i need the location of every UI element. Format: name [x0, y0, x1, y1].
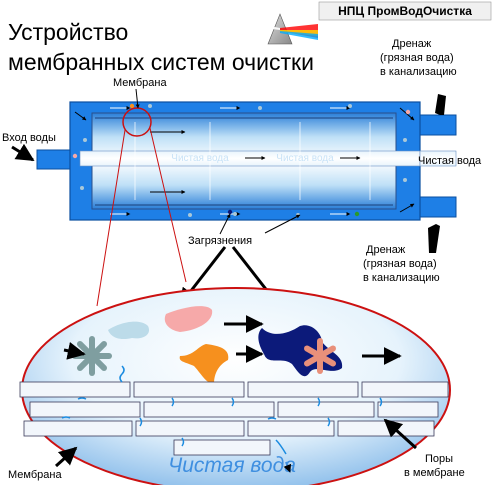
label-clean-water: Чистая вода — [418, 155, 482, 167]
label-drain-top-1: Дренаж — [392, 38, 432, 50]
company-badge-text: НПЦ ПромВодОчистка — [338, 4, 472, 18]
tube-text-a: Чистая вода — [171, 153, 229, 164]
inlet-pipe — [36, 149, 72, 170]
membrane-housing: Чистая вода Чистая вода — [36, 101, 457, 221]
label-pores-2: в мембране — [404, 467, 465, 479]
label-drain-top-2: (грязная вода) — [380, 52, 454, 64]
label-pores-1: Поры — [425, 453, 453, 465]
title-line-2: мембранных систем очистки — [8, 49, 314, 75]
permeate-outlet — [419, 150, 457, 167]
inlet-arrow — [11, 143, 35, 162]
orange-blob — [179, 344, 229, 384]
pink-blob — [164, 306, 213, 332]
star-particle-pink — [304, 338, 336, 374]
membrane-layer — [19, 381, 449, 456]
company-badge — [318, 1, 492, 21]
cyan-blob — [108, 321, 150, 340]
star-particle-grey — [72, 336, 112, 376]
drain-top-arrow — [435, 94, 446, 115]
label-water-inlet: Вход воды — [2, 132, 56, 144]
drain-bottom-arrow — [428, 224, 440, 253]
drain-pipe-top — [417, 114, 457, 136]
logo-prism — [248, 13, 318, 45]
title-line-1: Устройство — [8, 19, 128, 45]
label-membrane-top: Мембрана — [113, 77, 167, 89]
label-membrane-bottom: Мембрана — [8, 469, 62, 481]
clean-water-label-big: Чистая вода — [168, 454, 296, 477]
zoom-line-right — [149, 127, 187, 283]
label-drain-bottom-1: Дренаж — [366, 244, 406, 256]
label-drain-bottom-2: (грязная вода) — [363, 258, 437, 270]
label-drain-top-3: в канализацию — [380, 66, 457, 78]
tube-text-b: Чистая вода — [276, 153, 334, 164]
drain-pipe-bottom — [417, 196, 457, 218]
label-drain-bottom-3: в канализацию — [363, 272, 440, 284]
label-contaminants: Загрязнения — [188, 235, 252, 247]
zoom-line-left — [96, 129, 126, 307]
